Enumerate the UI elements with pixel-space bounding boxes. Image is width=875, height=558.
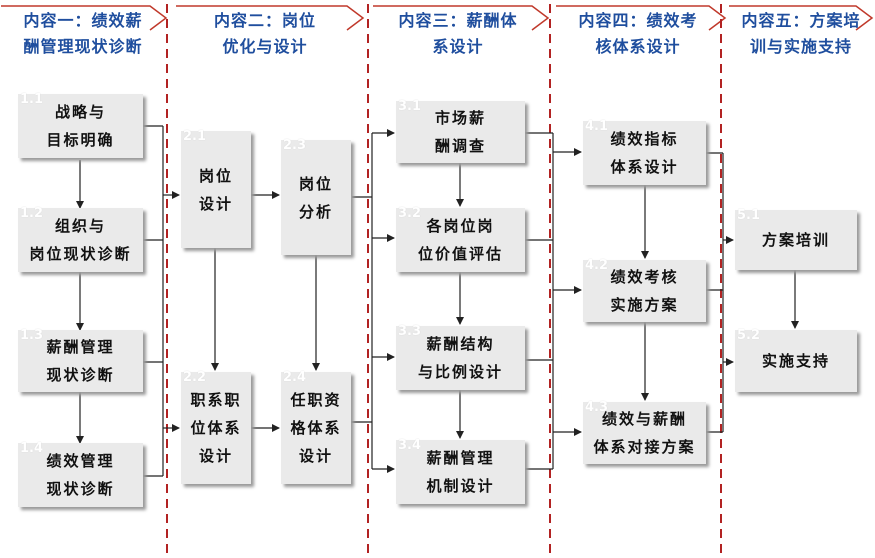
phase-title-2: 内容二：岗位 优化与设计 [213,11,316,56]
step-number: 1.4 [20,441,44,456]
step-label: 职系职 位体系 设计 [190,391,242,465]
phase-header-arrow-5 [728,4,874,64]
step-box-4-1: 4.1 绩效指标 体系设计 [583,119,706,185]
step-number: 4.3 [585,400,609,415]
phase-header-arrow-2 [175,4,365,64]
step-number: 3.4 [398,438,422,453]
phase-header-arrow-3 [372,4,550,64]
step-box-2-3: 2.3 岗位 分析 [281,138,351,255]
step-box-4-3: 4.3 绩效与薪酬 体系对接方案 [583,400,706,464]
step-label: 绩效考核 实施方案 [610,268,679,314]
phase-title-5: 内容五：方案培 训与实施支持 [741,11,861,56]
step-number: 3.3 [398,324,422,339]
step-label: 薪酬管理 机制设计 [426,449,495,495]
step-label: 战略与 目标明确 [46,103,115,149]
step-box-1-1: 1.1 战略与 目标明确 [18,92,143,158]
step-box-3-1: 3.1 市场薪 酬调查 [396,99,525,163]
step-label: 市场薪 酬调查 [434,109,486,155]
step-box-2-4: 2.4 任职资 格体系 设计 [281,370,351,484]
phase-title-4: 内容四：绩效考 核体系设计 [578,11,698,56]
phase-header-arrow-4 [555,4,727,64]
step-box-2-1: 2.1 岗位 设计 [181,129,251,248]
step-label: 岗位 分析 [298,174,333,221]
phase-title-3: 内容三：薪酬体 系设计 [398,11,518,56]
step-label: 方案培训 [761,231,830,249]
step-label: 任职资 格体系 设计 [290,391,342,465]
step-box-2-2: 2.2 职系职 位体系 设计 [181,370,251,484]
step-label: 实施支持 [761,352,830,370]
step-number: 2.2 [183,370,207,385]
step-box-5-1: 5.1 方案培训 [735,208,857,270]
step-label: 绩效与薪酬 体系对接方案 [593,410,696,456]
step-number: 2.1 [183,129,207,144]
step-number: 5.1 [737,208,761,223]
step-label: 各岗位岗 位价值评估 [417,217,503,263]
step-label: 绩效管理 现状诊断 [46,452,115,498]
step-number: 1.3 [20,328,44,343]
step-box-3-2: 3.2 各岗位岗 位价值评估 [396,206,525,272]
step-label: 绩效指标 体系设计 [610,130,679,176]
step-box-3-4: 3.4 薪酬管理 机制设计 [396,438,525,504]
step-label: 薪酬管理 现状诊断 [46,338,115,384]
step-label: 薪酬结构 与比例设计 [417,335,503,381]
phase-header-arrow-1 [0,4,168,64]
step-number: 1.1 [20,92,44,107]
step-box-5-2: 5.2 实施支持 [735,328,857,392]
step-number: 5.2 [737,328,761,343]
step-number: 3.2 [398,206,422,221]
step-number: 4.2 [585,258,609,273]
phase-title-1: 内容一：绩效薪 酬管理现状诊断 [23,11,143,56]
step-number: 3.1 [398,99,422,114]
step-box-1-2: 1.2 组织与 岗位现状诊断 [18,206,143,272]
step-box-1-3: 1.3 薪酬管理 现状诊断 [18,328,143,392]
step-number: 2.3 [283,138,307,153]
step-box-3-3: 3.3 薪酬结构 与比例设计 [396,324,525,390]
step-box-4-2: 4.2 绩效考核 实施方案 [583,258,706,322]
step-number: 4.1 [585,119,609,134]
step-box-1-4: 1.4 绩效管理 现状诊断 [18,441,143,507]
step-label: 岗位 设计 [198,166,233,213]
step-number: 1.2 [20,206,44,221]
step-label: 组织与 岗位现状诊断 [29,217,132,263]
step-number: 2.4 [283,370,307,385]
